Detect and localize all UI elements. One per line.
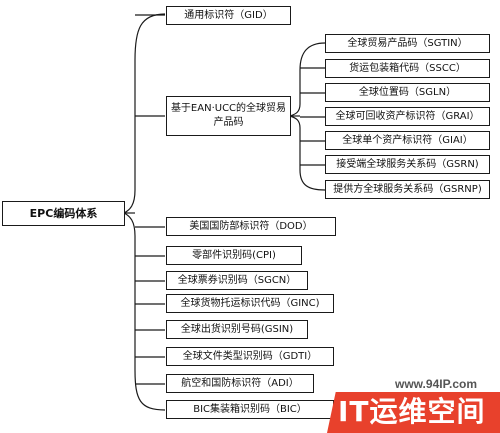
node-gsin: 全球出货识别号码(GSIN) (166, 320, 308, 339)
node-bic: BIC集装箱识别码（BIC） (166, 400, 334, 419)
node-label: 全球出货识别号码(GSIN) (180, 323, 294, 335)
sub-node-label: 全球单个资产标识符（GIAI） (342, 134, 473, 146)
sub-node-label: 全球位置码（SGLN） (358, 86, 457, 98)
sub-node-giai: 全球单个资产标识符（GIAI） (325, 131, 490, 150)
watermark-url: www.94IP.com (395, 377, 478, 391)
sub-node-label: 提供方全球服务关系码（GSRNP) (333, 183, 482, 195)
watermark-logo-text: IT运维空间 (338, 395, 486, 428)
node-ean-ucc: 基于EAN·UCC的全球贸易产品码 (166, 96, 291, 136)
node-ginc: 全球货物托运标识代码（GINC) (166, 294, 334, 313)
sub-node-label: 货运包装箱代码（SSCC） (349, 62, 466, 74)
sub-node-label: 接受端全球服务关系码（GSRN) (336, 158, 479, 170)
node-label: BIC集装箱识别码（BIC） (193, 403, 307, 415)
sub-node-grai: 全球可回收资产标识符（GRAI） (325, 107, 490, 126)
root-label: EPC编码体系 (29, 206, 98, 220)
node-label: 全球票券识别码（SGCN） (177, 274, 297, 286)
node-sgcn: 全球票券识别码（SGCN） (166, 271, 308, 290)
node-label: 全球文件类型识别码（GDTI） (182, 350, 318, 362)
sub-node-gsrnp: 提供方全球服务关系码（GSRNP) (325, 180, 490, 199)
node-gid: 通用标识符（GID） (166, 6, 291, 25)
sub-node-label: 全球贸易产品码（SGTIN） (347, 37, 468, 49)
sub-node-label: 全球可回收资产标识符（GRAI） (335, 110, 480, 122)
sub-node-sscc: 货运包装箱代码（SSCC） (325, 59, 490, 78)
sub-node-sgln: 全球位置码（SGLN） (325, 83, 490, 102)
node-label: 基于EAN·UCC的全球贸易产品码 (170, 103, 287, 128)
node-cpi: 零部件识别码(CPI) (166, 246, 302, 265)
root-node: EPC编码体系 (2, 201, 125, 226)
node-label: 全球货物托运标识代码（GINC) (180, 297, 320, 309)
node-label: 美国国防部标识符（DOD） (189, 220, 313, 232)
node-label: 航空和国防标识符（ADI） (181, 377, 299, 389)
sub-node-sgtin: 全球贸易产品码（SGTIN） (325, 34, 490, 53)
node-label: 零部件识别码(CPI) (192, 249, 276, 261)
node-gdti: 全球文件类型识别码（GDTI） (166, 347, 334, 366)
node-adi: 航空和国防标识符（ADI） (166, 374, 314, 393)
node-dod: 美国国防部标识符（DOD） (166, 217, 336, 236)
sub-node-gsrn: 接受端全球服务关系码（GSRN) (325, 155, 490, 174)
node-label: 通用标识符（GID） (184, 9, 273, 21)
